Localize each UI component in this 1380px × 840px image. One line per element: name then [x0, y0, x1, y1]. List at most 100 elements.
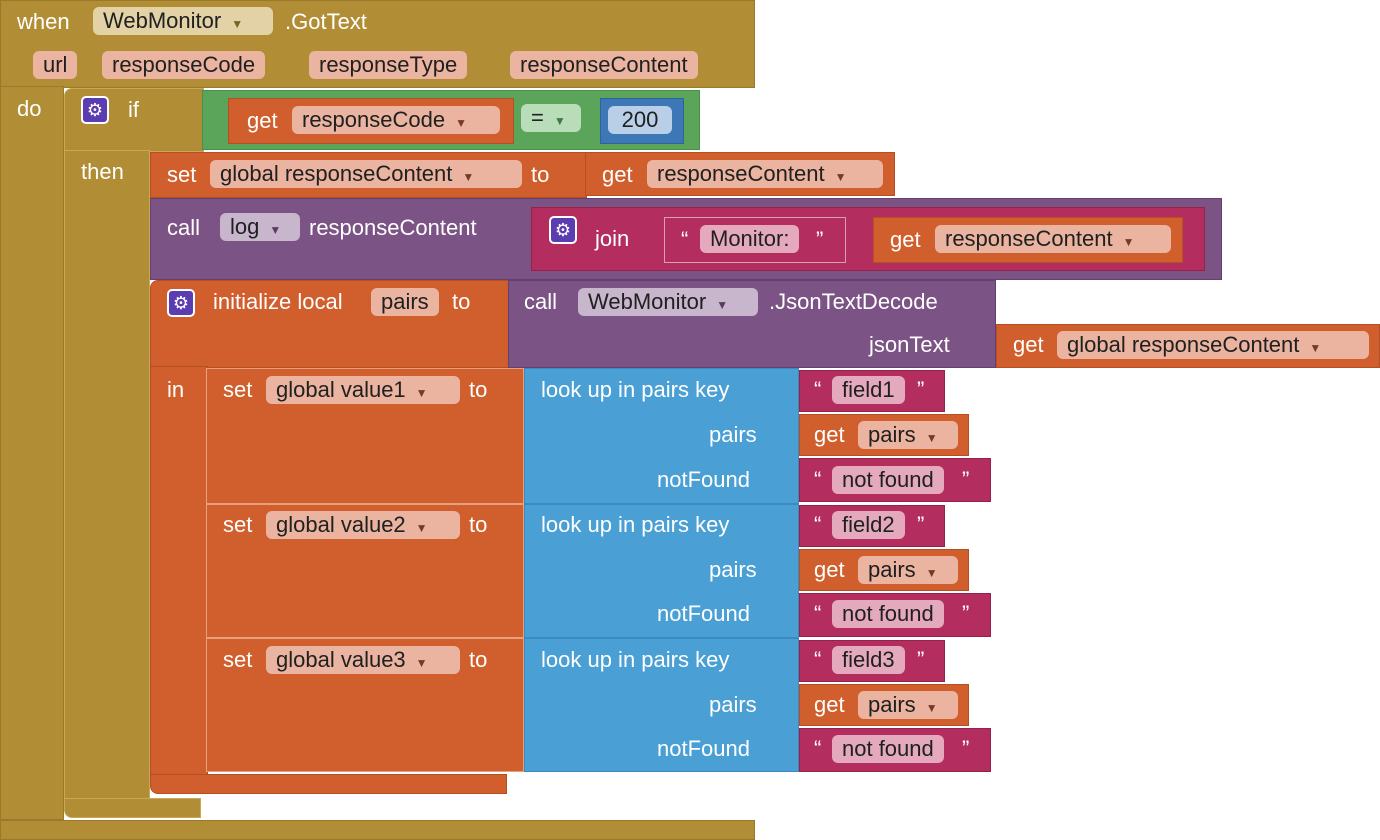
- chevron-down-icon: ▼: [834, 170, 847, 184]
- open-quote: “: [814, 512, 822, 537]
- when-label: when: [17, 9, 70, 34]
- init-local-label: initialize local: [213, 289, 343, 314]
- chevron-down-icon: ▼: [415, 521, 428, 535]
- close-quote: ”: [962, 467, 970, 492]
- gear-icon[interactable]: ⚙: [81, 96, 109, 124]
- chevron-down-icon: ▼: [455, 116, 467, 130]
- pairs-dropdown-2[interactable]: pairs▼: [858, 556, 958, 584]
- chevron-down-icon: ▼: [415, 656, 428, 670]
- global-value1-dropdown[interactable]: global value1▼: [266, 376, 460, 404]
- jsontext-label: jsonText: [869, 332, 950, 357]
- global-value3-dropdown[interactable]: global value3 ▼: [266, 646, 460, 674]
- to-label: to: [452, 289, 471, 314]
- responsecontent-var: responseContent: [657, 161, 825, 186]
- chevron-down-icon: ▼: [925, 431, 938, 445]
- init-local-bottom: [150, 774, 507, 794]
- set-label: set: [223, 377, 253, 402]
- local-var-name[interactable]: pairs: [371, 288, 439, 316]
- lookup-block-1[interactable]: [524, 368, 799, 504]
- call-label: call: [167, 215, 201, 240]
- pairs-var: pairs: [868, 422, 916, 447]
- close-quote: ”: [962, 736, 970, 761]
- log-component: log: [230, 214, 260, 239]
- lookup-label: look up in pairs key: [541, 512, 730, 537]
- global-value3-var: global value3: [276, 647, 406, 672]
- chevron-down-icon: ▼: [716, 298, 729, 312]
- text-value-monitor[interactable]: Monitor:: [700, 225, 800, 253]
- open-quote: “: [814, 647, 822, 672]
- to-label: to: [469, 512, 488, 537]
- global-value2-var: global value2: [276, 512, 406, 537]
- get-label: get: [247, 108, 278, 133]
- json-decode-method: .JsonTextDecode: [769, 289, 938, 314]
- open-quote: “: [814, 467, 822, 492]
- get-label: get: [602, 162, 633, 187]
- chevron-down-icon: ▼: [925, 701, 938, 715]
- call-label: call: [524, 289, 558, 314]
- pairs-dropdown-1[interactable]: pairs ▼: [858, 421, 958, 449]
- responsecode-var: responseCode: [302, 107, 446, 132]
- param-responsecontent[interactable]: responseContent: [510, 51, 698, 79]
- notfound-value-3[interactable]: not found: [832, 735, 944, 763]
- notfound-value-2[interactable]: not found: [832, 600, 944, 628]
- to-label: to: [469, 377, 488, 402]
- chevron-down-icon: ▼: [1309, 341, 1322, 355]
- if-block-bottom: [64, 798, 201, 818]
- global-var-name: global responseContent: [220, 161, 453, 186]
- pairs-dropdown-3[interactable]: pairs ▼: [858, 691, 958, 719]
- open-quote: “: [814, 601, 822, 626]
- global-responsecontent-dropdown[interactable]: global responseContent▼: [1057, 331, 1369, 359]
- log-dropdown[interactable]: log ▼: [220, 213, 300, 241]
- lookup-label: look up in pairs key: [541, 647, 730, 672]
- pairs-label: pairs: [709, 422, 757, 447]
- gear-icon[interactable]: ⚙: [167, 289, 195, 317]
- component-dropdown[interactable]: WebMonitor ▼: [93, 7, 273, 35]
- close-quote: ”: [962, 601, 970, 626]
- global-var-dropdown[interactable]: global responseContent▼: [210, 160, 522, 188]
- webmonitor-dropdown[interactable]: WebMonitor ▼: [578, 288, 758, 316]
- in-label: in: [167, 377, 185, 402]
- chevron-down-icon: ▼: [269, 223, 282, 237]
- pairs-var: pairs: [868, 692, 916, 717]
- event-name: .GotText: [285, 9, 367, 34]
- to-label: to: [531, 162, 550, 187]
- webmonitor-component: WebMonitor: [588, 289, 707, 314]
- chevron-down-icon: ▼: [231, 17, 244, 31]
- param-url[interactable]: url: [33, 51, 78, 79]
- param-responsecode[interactable]: responseCode: [102, 51, 266, 79]
- global-value2-dropdown[interactable]: global value2 ▼: [266, 511, 460, 539]
- component-name: WebMonitor: [103, 8, 222, 33]
- open-quote: “: [814, 377, 822, 402]
- key-value-2[interactable]: field2: [832, 511, 905, 539]
- lookup-block-2[interactable]: [524, 504, 799, 638]
- get-label: get: [890, 227, 921, 252]
- close-quote: ”: [917, 647, 925, 672]
- responsecontent-var: responseContent: [945, 226, 1113, 251]
- param-responsetype[interactable]: responseType: [309, 51, 468, 79]
- chevron-down-icon: ▼: [925, 566, 938, 580]
- lookup-label: look up in pairs key: [541, 377, 730, 402]
- operator-symbol: =: [531, 105, 544, 130]
- responsecontent-dropdown[interactable]: responseContent ▼: [647, 160, 883, 188]
- to-label: to: [469, 647, 488, 672]
- init-local-side: [150, 366, 208, 776]
- responsecontent-dropdown-2[interactable]: responseContent▼: [935, 225, 1171, 253]
- gear-icon[interactable]: ⚙: [549, 216, 577, 244]
- key-value-3[interactable]: field3: [832, 646, 905, 674]
- close-quote: ”: [816, 227, 824, 252]
- key-value-1[interactable]: field1: [832, 376, 905, 404]
- init-local-block[interactable]: [150, 280, 510, 368]
- number-value[interactable]: 200: [608, 106, 672, 134]
- then-label: then: [81, 159, 124, 184]
- responsecode-dropdown[interactable]: responseCode ▼: [292, 106, 500, 134]
- set-label: set: [167, 162, 197, 187]
- set-label: set: [223, 647, 253, 672]
- notfound-value-1[interactable]: not found: [832, 466, 944, 494]
- operator-dropdown[interactable]: =▼: [521, 104, 581, 132]
- get-label: get: [1013, 332, 1044, 357]
- close-quote: ”: [917, 377, 925, 402]
- lookup-block-3[interactable]: [524, 638, 799, 772]
- notfound-label: notFound: [657, 601, 750, 626]
- notfound-label: notFound: [657, 467, 750, 492]
- if-label: if: [128, 97, 139, 122]
